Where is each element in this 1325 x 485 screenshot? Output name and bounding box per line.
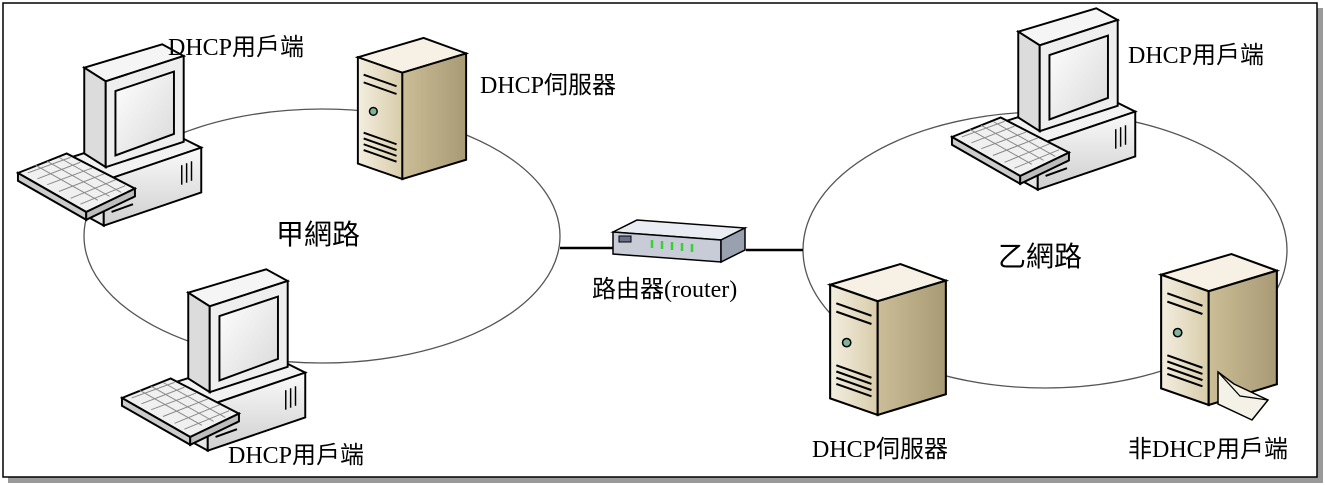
network-a-ring — [83, 108, 561, 364]
server-with-envelope-icon — [1160, 253, 1278, 421]
router-label: 路由器(router) — [592, 277, 738, 303]
b-server-label: DHCP伺服器 — [812, 437, 949, 463]
a-client-bottom-label: DHCP用戶端 — [228, 443, 365, 469]
a-client-top-label: DHCP用戶端 — [168, 35, 305, 61]
network-a-label: 甲網路 — [276, 218, 361, 251]
network-b-label: 乙網路 — [998, 240, 1083, 273]
router — [612, 219, 746, 263]
router-icon — [612, 219, 746, 263]
b-client-label: DHCP用戶端 — [1128, 43, 1265, 69]
b-non-client-label: 非DHCP用戶端 — [1128, 437, 1289, 463]
server-tower-icon — [829, 263, 947, 416]
router-leds — [650, 240, 694, 252]
server-tower-icon — [356, 36, 468, 181]
envelope-icon — [1217, 370, 1270, 421]
a-server-label: DHCP伺服器 — [480, 73, 617, 99]
